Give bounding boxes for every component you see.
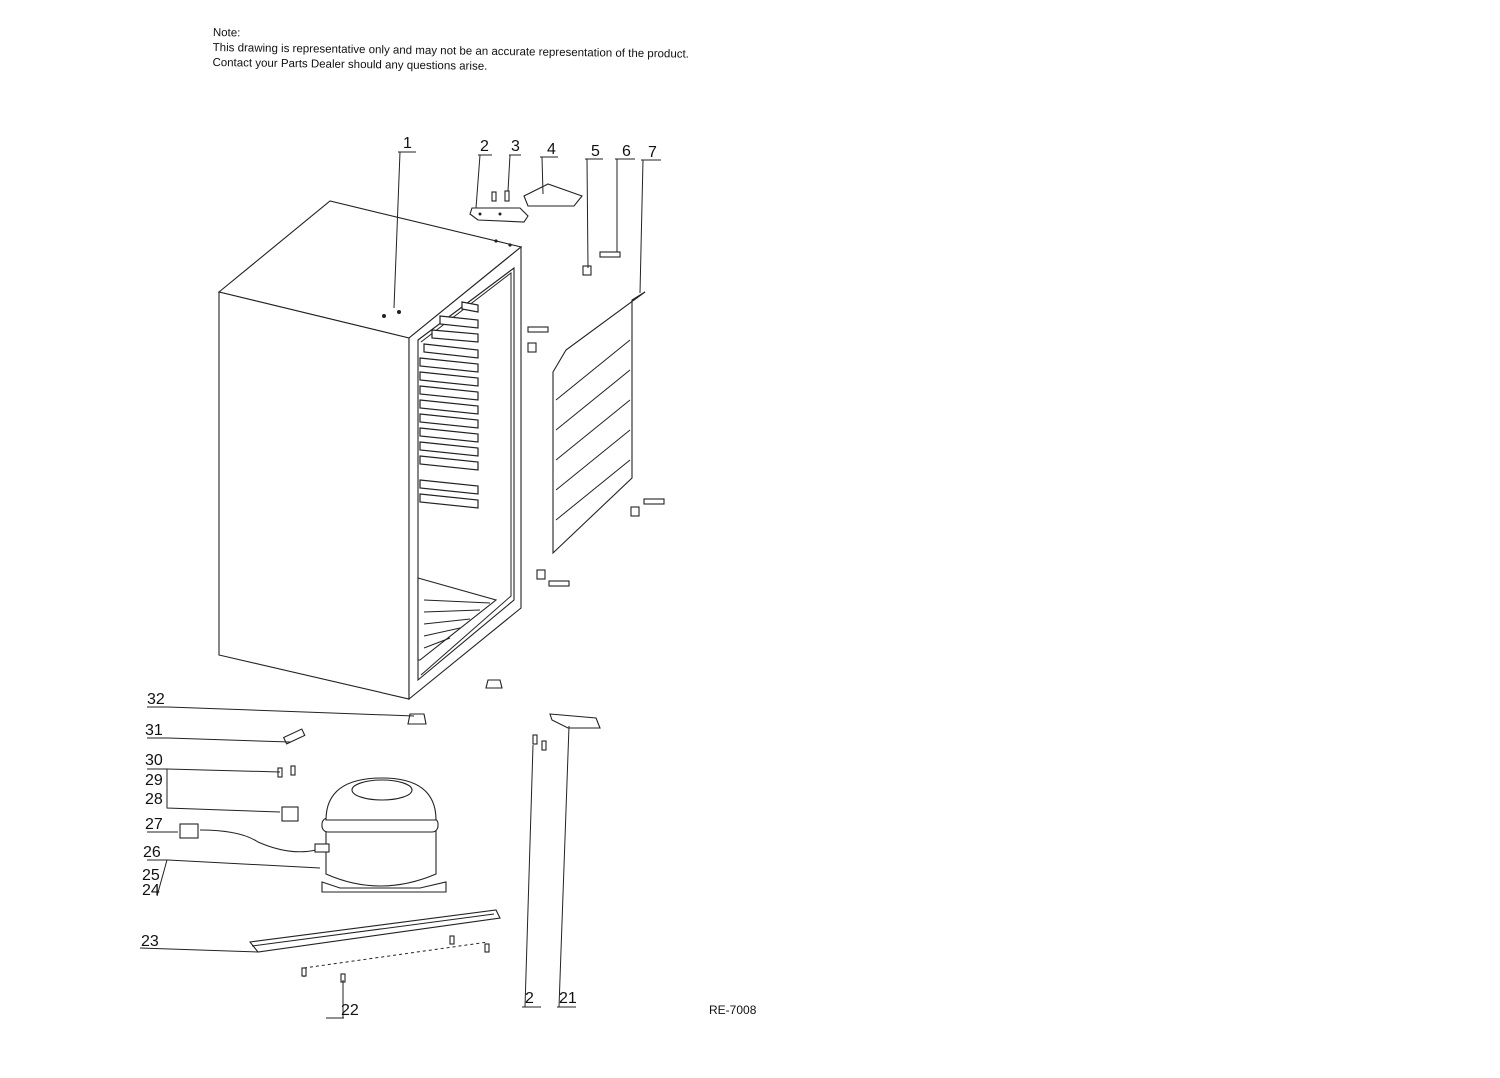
- compressor-body-lower: [325, 825, 437, 887]
- clip: [290, 765, 296, 776]
- callout-21: 21: [559, 990, 577, 1007]
- callout-7: 7: [648, 144, 657, 161]
- lower-hinge: [532, 713, 601, 751]
- callout-29: 29: [145, 772, 163, 789]
- callout-27: 27: [145, 816, 163, 833]
- callout-22: 22: [341, 1002, 359, 1019]
- power-plug: [179, 823, 199, 839]
- hinge-pin: [504, 190, 510, 202]
- thermostat-sensor: [282, 728, 306, 745]
- leader-lines: [139, 151, 661, 1019]
- callout-1: 1: [403, 135, 412, 152]
- callout-32: 32: [147, 691, 165, 708]
- upper-hinge: [469, 183, 583, 223]
- bolt: [599, 251, 621, 258]
- leveling-foot: [485, 679, 503, 689]
- callout-30: 30: [145, 752, 163, 769]
- hinge-screw: [532, 734, 538, 745]
- base-rail: [248, 909, 501, 953]
- callout-24: 24: [142, 882, 160, 899]
- callout-2: 2: [480, 138, 489, 155]
- model-code: RE-7008: [709, 1003, 757, 1017]
- cabinet-shelves: [419, 301, 479, 509]
- compressor-base: [321, 881, 447, 893]
- bushing: [536, 569, 546, 580]
- bushing: [527, 342, 537, 353]
- compressor-base-rail: [248, 909, 501, 983]
- cabinet: [217, 200, 523, 725]
- overload-relay: [281, 806, 299, 822]
- callout-26: 26: [143, 844, 161, 861]
- cabinet-side: [218, 291, 410, 700]
- bolt: [643, 498, 665, 505]
- callout-28: 28: [145, 791, 163, 808]
- bushing: [582, 265, 592, 276]
- leveling-foot: [407, 713, 427, 725]
- compressor-assembly: [179, 728, 447, 893]
- callout-2-lower: 2: [525, 990, 534, 1007]
- callout-4: 4: [547, 141, 556, 158]
- bushing: [630, 506, 640, 517]
- cabinet-floor: [417, 577, 498, 661]
- callout-23: 23: [141, 933, 159, 950]
- hinge-cover: [523, 183, 583, 207]
- bolt: [548, 580, 570, 587]
- callout-5: 5: [591, 143, 600, 160]
- compressor-tube: [314, 843, 330, 853]
- power-cord: [199, 829, 317, 853]
- callout-3: 3: [511, 138, 520, 155]
- lower-hinge-bracket: [549, 713, 601, 729]
- door-fasteners: [527, 251, 665, 587]
- hinge-screw: [541, 740, 547, 751]
- callout-labels: 1 2 3 4 5 6 7 2 21 22 23 24 25 26 27 28 …: [141, 135, 657, 1019]
- bolt: [527, 326, 549, 333]
- clip: [277, 767, 283, 778]
- callout-31: 31: [145, 722, 163, 739]
- glass-door: [552, 291, 646, 555]
- hinge-screw: [491, 191, 497, 202]
- callout-6: 6: [622, 143, 631, 160]
- callout-25: 25: [142, 867, 160, 884]
